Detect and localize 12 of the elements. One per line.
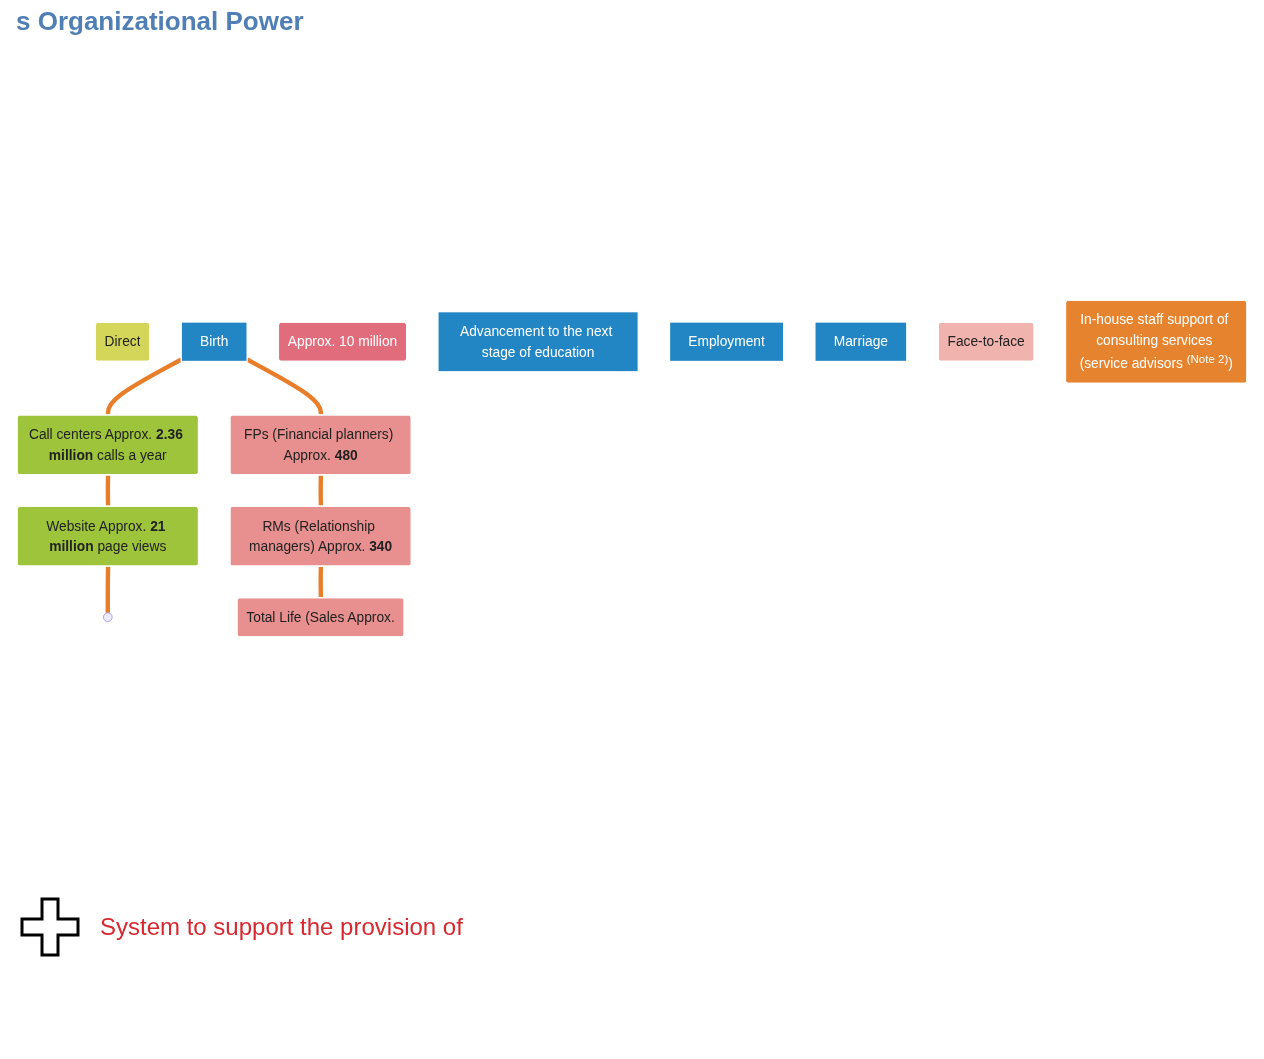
node-box: Employment: [668, 320, 785, 362]
node-box: Marriage: [814, 320, 908, 362]
node-box: Birth: [180, 320, 248, 362]
connector: [105, 357, 183, 415]
node-box: Advancement to the next stage of education: [437, 310, 639, 372]
note-text: System to support the provision of: [100, 913, 463, 941]
connector: [246, 357, 324, 415]
connector: [105, 474, 111, 506]
title: s Organizational Power: [15, 5, 305, 38]
connector: [318, 566, 324, 598]
connector: [318, 474, 324, 506]
connector: [105, 566, 111, 613]
